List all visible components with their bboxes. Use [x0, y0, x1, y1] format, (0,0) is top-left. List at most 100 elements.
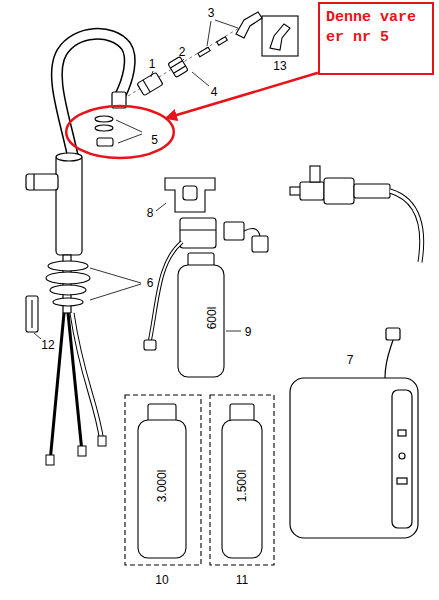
- leader-line: [116, 120, 142, 132]
- chiller-unit: [398, 430, 406, 436]
- callout-number: 6: [147, 276, 154, 290]
- handle-box: [262, 16, 298, 56]
- supply-hose: [78, 446, 86, 456]
- supply-hose: [72, 313, 102, 442]
- supply-hose: [72, 313, 102, 442]
- callout-number: 7: [347, 353, 354, 367]
- faucet: [33, 174, 34, 190]
- cartridge-parts: [198, 47, 210, 57]
- filter-cartridge: [125, 395, 274, 565]
- callout-number: 8: [147, 206, 154, 220]
- supply-hose: [46, 455, 54, 465]
- valve-assembly: [290, 166, 422, 262]
- cartridge-parts: [168, 57, 188, 78]
- faucet: [56, 153, 82, 161]
- leader-line: [151, 71, 153, 77]
- filter-head: [178, 265, 224, 377]
- cartridge-parts: [174, 66, 186, 73]
- washer: [48, 261, 88, 271]
- callout-number: 11: [236, 573, 248, 587]
- filter-head: [188, 253, 214, 266]
- leader-line: [181, 59, 184, 62]
- cartridge-parts: [170, 61, 182, 68]
- valve-assembly: [390, 191, 422, 262]
- leader-line: [226, 331, 241, 332]
- filter-head: [180, 229, 216, 230]
- filter-head: [144, 178, 268, 377]
- filter-head: [252, 236, 268, 252]
- callout-number: 9: [245, 325, 252, 339]
- highlight-ellipse: 5: [64, 103, 176, 161]
- cartridge-parts: [198, 47, 210, 57]
- chiller-unit: [290, 328, 418, 538]
- supply-hose: [50, 313, 64, 462]
- supply-hose: [98, 436, 106, 446]
- capacity-label: 1.500l: [235, 470, 249, 503]
- valve-assembly: [300, 182, 324, 200]
- handle-box: [270, 24, 290, 50]
- valve-assembly: [310, 166, 320, 182]
- leader-line: [215, 20, 238, 28]
- faucet: [26, 174, 58, 190]
- chiller-unit: [386, 328, 400, 340]
- filter-head: [150, 242, 182, 340]
- tool: [31, 300, 32, 328]
- cartridge-parts: [137, 72, 163, 95]
- ellipse-outline: [66, 106, 174, 158]
- filter-head: [165, 178, 215, 212]
- filter-cartridge: [148, 404, 176, 422]
- valve-assembly: [354, 184, 390, 198]
- pointer-arrow: [166, 73, 318, 119]
- supply-hose: [46, 313, 106, 465]
- leader-line: [207, 21, 211, 46]
- filter-cartridge: [125, 395, 201, 565]
- filter-head: [244, 229, 260, 236]
- cartridge-parts: [168, 57, 188, 78]
- callout-number: 4: [211, 85, 218, 99]
- filter-head: [224, 222, 244, 240]
- washer: [50, 285, 86, 295]
- washer: [46, 272, 90, 284]
- leader-line: [90, 268, 141, 283]
- washer: [95, 116, 113, 122]
- cartridge-parts: [143, 80, 150, 92]
- explode-axis: [128, 20, 252, 96]
- filter-head: [150, 242, 182, 340]
- washer: [95, 125, 113, 131]
- callout-number: 13: [273, 59, 286, 73]
- handle-box: [262, 16, 298, 56]
- cartridge-parts: [236, 12, 262, 38]
- leader-line: [192, 72, 209, 86]
- filter-cartridge: [138, 420, 186, 558]
- filter-head: [180, 218, 216, 248]
- callout-number: 10: [155, 573, 168, 587]
- filter-head: [183, 186, 197, 200]
- callout-number: 2: [179, 45, 186, 59]
- leader-line: [156, 203, 166, 211]
- callout-number: 5: [151, 133, 158, 147]
- callout-number: 1: [149, 57, 156, 71]
- leader-line: [118, 134, 142, 143]
- chiller-unit: [397, 478, 407, 484]
- faucet: [56, 155, 82, 255]
- tool: [26, 296, 38, 332]
- filter-cartridge: [210, 395, 274, 565]
- capacity-label: 3.000l: [155, 470, 169, 503]
- explode-axis: [128, 20, 252, 96]
- valve-assembly: [390, 191, 422, 262]
- chiller-unit: [385, 340, 393, 378]
- washer: [53, 298, 83, 306]
- cartridge-parts: [217, 37, 228, 46]
- leader-line: [90, 284, 141, 300]
- capacity-label: 600l: [205, 307, 219, 330]
- filter-cartridge: [222, 420, 262, 558]
- ellipse-outline: [64, 103, 176, 161]
- callout-number: 3: [208, 6, 215, 20]
- cartridge-parts: [137, 72, 163, 95]
- washer: [46, 116, 113, 306]
- chiller-unit: [290, 378, 418, 538]
- valve-assembly: [324, 178, 354, 204]
- faucet: [26, 34, 130, 313]
